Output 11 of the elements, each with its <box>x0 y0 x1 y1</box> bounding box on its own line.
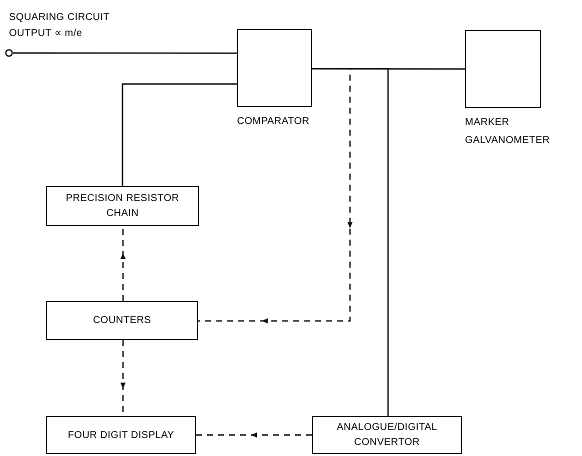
box-label: MARKER GALVANOMETER <box>465 116 551 148</box>
process-box <box>46 416 196 454</box>
process-box <box>312 416 462 454</box>
process-box <box>46 301 198 340</box>
box-label: ANALOGUE/DIGITAL CONVERTOR <box>336 421 438 450</box>
box-label: PRECISION RESISTOR CHAIN <box>64 192 180 221</box>
terminal-circle <box>5 49 13 57</box>
box-label: FOUR DIGIT DISPLAY <box>68 428 174 442</box>
box-label: COMPARATOR <box>237 115 311 129</box>
process-box <box>46 186 199 226</box>
box-label: COUNTERS <box>92 314 152 328</box>
